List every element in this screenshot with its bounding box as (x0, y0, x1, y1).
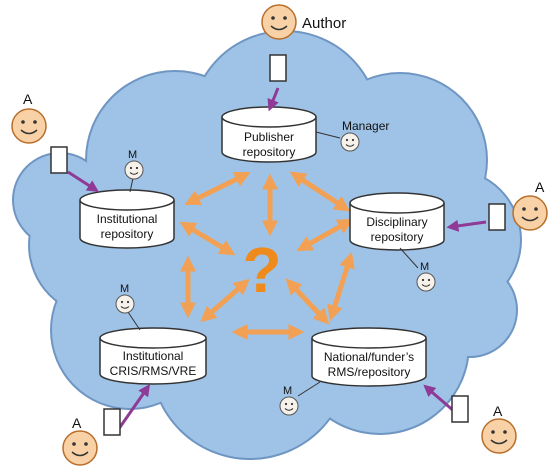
author-short-label: A (23, 91, 33, 107)
author-arrow-right (446, 219, 487, 232)
exchange-arrows (179, 171, 355, 341)
national-funder-repository: National/funder’s RMS/repository (311, 327, 427, 387)
disciplinary-repository: Disciplinary repository (349, 192, 445, 251)
author-arrows (67, 87, 487, 431)
national-funder-label-line1: National/funder’s (324, 350, 414, 364)
author-arrow-top (267, 87, 280, 112)
author-label: Author (302, 15, 346, 32)
institutional-cris-label-line2: CRIS/RMS/VRE (110, 364, 197, 378)
manager-short-label: M (120, 283, 129, 295)
publisher-repository: Publisher repository (221, 106, 317, 163)
disciplinary-repository-label-line1: Disciplinary (366, 215, 427, 229)
manager-face-icon (115, 294, 135, 314)
manager-face-icon (124, 160, 144, 180)
manager-label: Manager (342, 119, 389, 133)
manager-face-icon (340, 132, 360, 152)
national-funder-label-line2: RMS/repository (328, 365, 411, 379)
arrow-institutional-center (179, 221, 236, 256)
author-face-icon (11, 108, 47, 144)
institutional-repository: Institutional repository (79, 189, 175, 249)
document-icon (50, 146, 68, 174)
institutional-cris-rms-vre: Institutional CRIS/RMS/VRE (99, 327, 207, 385)
manager-short-label: M (283, 385, 292, 397)
arrow-center-national (285, 278, 330, 325)
arrow-disciplinary-center (296, 218, 354, 252)
institutional-cris-label-line1: Institutional (123, 349, 184, 363)
publisher-repository-label-line2: repository (243, 145, 296, 159)
question-mark: ? (242, 234, 281, 306)
people-icons (11, 4, 548, 466)
institutional-repository-label-line1: Institutional (97, 212, 158, 226)
manager-short-label: M (420, 261, 429, 273)
author-face-icon (261, 4, 297, 40)
author-short-label: A (535, 179, 545, 195)
institutional-repository-label-line2: repository (101, 227, 154, 241)
manager-connectors (127, 131, 419, 397)
manager-face-icon (279, 396, 299, 416)
author-face-icon (512, 195, 548, 231)
arrow-center-cris (200, 278, 250, 323)
author-arrow-bottom-left (116, 384, 151, 431)
arrow-disciplinary-national (327, 251, 355, 322)
document-icon (103, 408, 121, 436)
arrow-publisher-disciplinary (289, 171, 351, 212)
author-face-icon (481, 418, 517, 454)
publisher-repository-label-line1: Publisher (244, 130, 294, 144)
manager-face-icon (416, 272, 436, 292)
author-arrow-left (67, 170, 100, 192)
manager-short-label: M (128, 149, 137, 161)
documents (50, 54, 506, 436)
author-short-label: A (72, 415, 82, 431)
document-icon (488, 203, 506, 231)
arrow-publisher-institutional (184, 172, 251, 205)
author-face-icon (62, 430, 98, 466)
document-icon (451, 395, 469, 423)
person-labels: Author Manager A A A A M M M M (23, 15, 545, 431)
author-short-label: A (493, 403, 503, 419)
document-icon (269, 54, 287, 82)
disciplinary-repository-label-line2: repository (371, 230, 424, 244)
